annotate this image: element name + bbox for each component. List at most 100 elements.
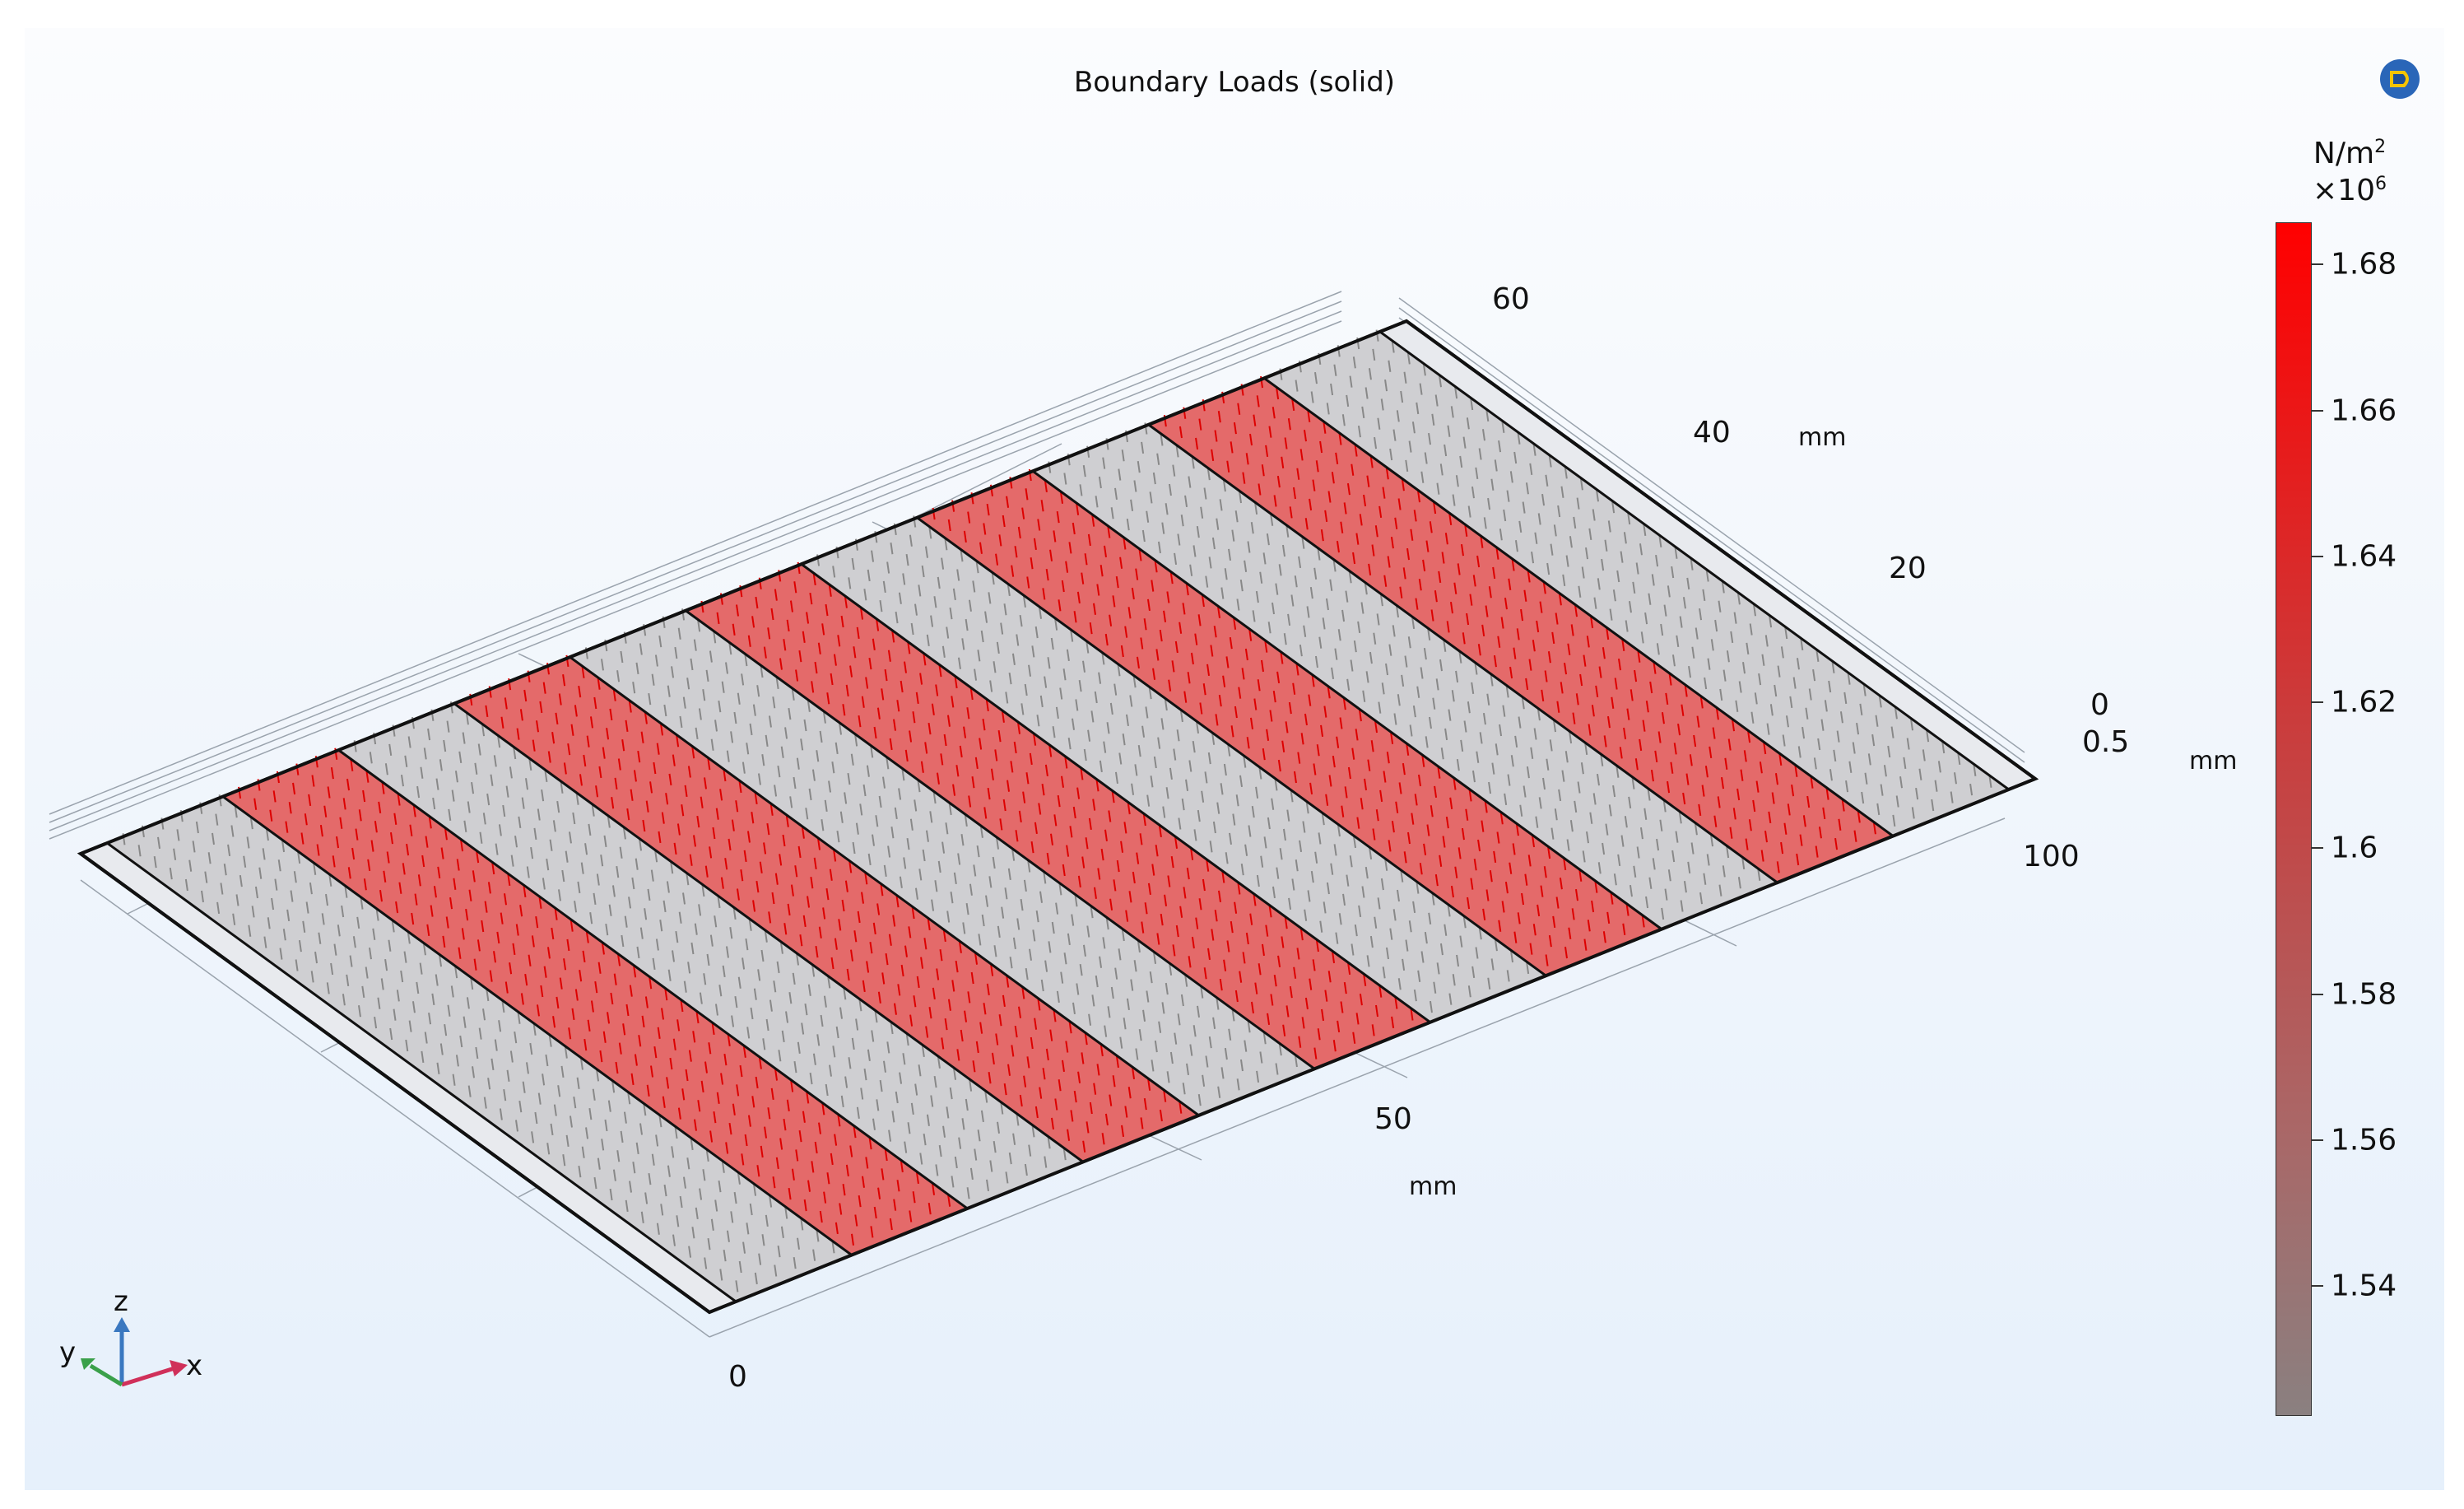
load-arrow <box>891 631 895 643</box>
load-arrow <box>1689 754 1693 766</box>
load-arrow <box>650 869 654 882</box>
load-arrow <box>1174 836 1179 849</box>
load-arrow <box>358 809 362 822</box>
load-arrow <box>1048 745 1053 757</box>
load-arrow <box>722 965 726 978</box>
load-arrow <box>1449 601 1453 614</box>
load-arrow <box>698 904 702 916</box>
load-arrow <box>1287 613 1291 626</box>
load-arrow <box>1540 885 1544 897</box>
load-arrow <box>1282 828 1286 841</box>
load-arrow <box>1401 479 1405 491</box>
load-arrow <box>1261 943 1265 957</box>
load-arrow <box>1338 433 1342 445</box>
load-arrow <box>711 1022 715 1036</box>
load-arrow <box>297 851 301 864</box>
load-arrow <box>1375 809 1379 822</box>
load-arrow <box>521 797 525 809</box>
load-arrow <box>1229 832 1232 845</box>
load-arrow <box>1569 731 1573 744</box>
load-arrow <box>1625 904 1629 916</box>
load-arrow <box>990 768 994 780</box>
load-arrow <box>1306 606 1310 618</box>
load-arrow <box>510 855 514 867</box>
load-arrow <box>1372 348 1376 361</box>
load-arrow <box>1218 694 1222 707</box>
load-arrow <box>344 886 348 898</box>
load-arrow <box>1639 738 1643 752</box>
load-arrow <box>944 538 948 551</box>
load-arrow <box>1042 588 1046 600</box>
load-arrow <box>1117 664 1121 677</box>
graphics-viewport[interactable]: Boundary Loads (solid) <box>25 28 2444 1490</box>
load-arrow <box>946 715 951 727</box>
load-arrow <box>446 720 450 733</box>
load-arrow <box>1433 981 1437 994</box>
load-arrow <box>1228 548 1232 561</box>
load-arrow <box>689 854 693 866</box>
load-arrow <box>1091 515 1095 527</box>
load-arrow <box>836 830 840 843</box>
load-arrow <box>1025 488 1029 501</box>
load-arrow <box>721 1161 725 1173</box>
load-arrow <box>647 888 651 901</box>
load-arrow <box>1589 812 1593 824</box>
load-arrow <box>1246 737 1250 749</box>
load-arrow <box>688 1246 692 1258</box>
load-arrow <box>1135 568 1139 580</box>
load-arrow <box>1057 794 1061 808</box>
load-arrow <box>918 585 922 597</box>
load-arrow <box>1270 514 1274 526</box>
load-arrow <box>1364 867 1369 879</box>
load-arrow <box>1086 1121 1090 1134</box>
load-arrow <box>1750 711 1755 724</box>
load-arrow <box>1254 982 1258 994</box>
load-arrow <box>1502 705 1506 717</box>
load-arrow <box>1753 604 1757 617</box>
load-arrow <box>918 869 923 881</box>
load-arrow <box>656 743 660 755</box>
load-arrow <box>652 957 656 971</box>
load-arrow <box>1106 722 1110 734</box>
load-arrow <box>669 1057 673 1070</box>
load-arrow <box>1742 662 1746 674</box>
load-arrow <box>1384 859 1388 871</box>
load-arrow <box>372 928 376 940</box>
load-arrow <box>1275 583 1279 595</box>
load-arrow <box>1182 603 1186 615</box>
load-arrow <box>1578 585 1582 598</box>
load-arrow <box>654 850 658 863</box>
load-arrow <box>548 1035 552 1047</box>
load-arrow <box>682 696 686 709</box>
load-arrow <box>1335 452 1339 465</box>
load-arrow <box>1148 687 1152 700</box>
load-arrow <box>1910 719 1914 731</box>
load-arrow <box>1201 790 1205 803</box>
load-arrow <box>716 1092 720 1104</box>
load-arrow <box>658 831 662 844</box>
load-arrow <box>235 894 239 906</box>
load-arrow <box>328 874 332 887</box>
load-arrow <box>1564 662 1568 675</box>
load-arrow <box>1525 482 1529 495</box>
comsol-logo-icon[interactable] <box>2377 56 2423 102</box>
load-arrow <box>369 752 373 764</box>
load-arrow <box>746 831 751 843</box>
load-arrow <box>400 970 404 983</box>
load-arrow <box>184 878 188 892</box>
colorbar-scale-base: ×10 <box>2313 174 2375 207</box>
load-arrow <box>1341 414 1346 426</box>
load-arrow <box>422 943 426 956</box>
load-arrow <box>1796 658 1800 670</box>
load-arrow <box>753 1184 757 1196</box>
load-arrow <box>590 1000 594 1013</box>
load-arrow <box>693 639 697 651</box>
load-arrow <box>672 754 676 766</box>
load-arrow <box>1602 842 1606 855</box>
load-arrow <box>1521 892 1525 906</box>
load-arrow <box>1818 827 1822 839</box>
load-arrow <box>1232 813 1236 826</box>
load-arrow <box>1435 678 1439 691</box>
load-arrow <box>1625 620 1629 632</box>
load-arrow <box>930 1095 934 1107</box>
